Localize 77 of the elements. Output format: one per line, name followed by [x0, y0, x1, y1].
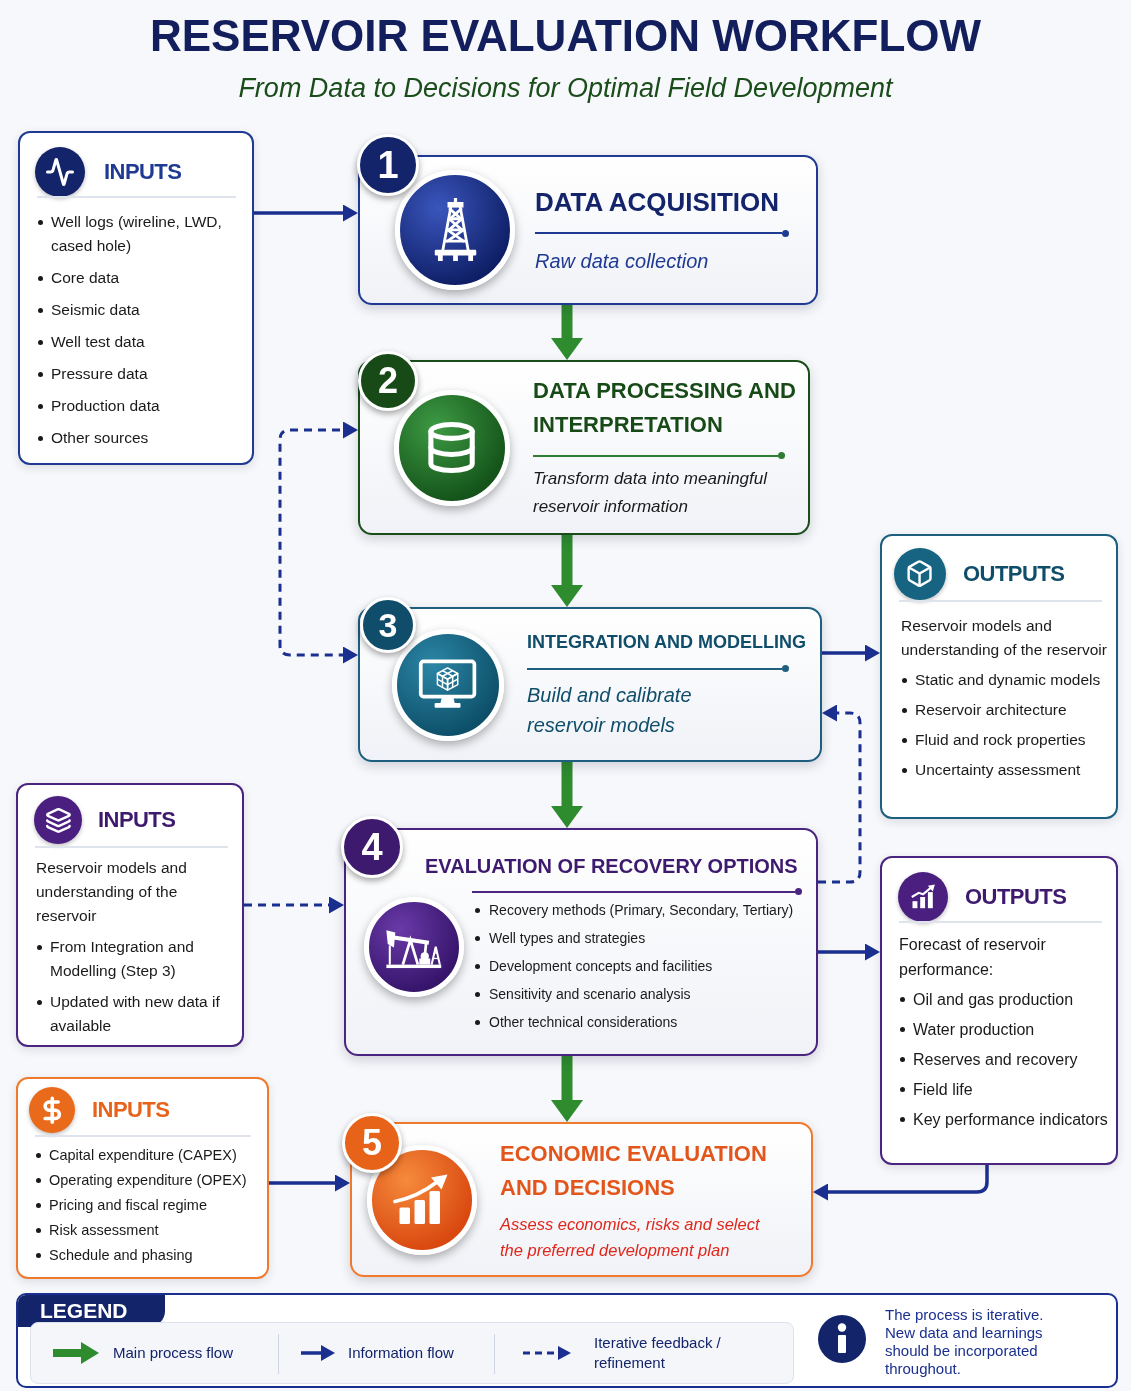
step-title: DATA PROCESSING AND INTERPRETATION: [533, 377, 797, 439]
inputs-panel: [16, 783, 244, 1047]
process-step-box: [358, 607, 822, 762]
step-title: EVALUATION OF RECOVERY OPTIONS: [425, 854, 799, 879]
bullet-item: Uncertainty assessment: [901, 758, 1110, 782]
bullet-item: Operating expenditure (OPEX): [35, 1168, 261, 1193]
process-step-box: [358, 360, 810, 535]
step-number: 5: [342, 1113, 402, 1173]
thick-arrow: [551, 762, 583, 828]
note-text: The process is iterative. New data and learnings should be incorporated throughout.: [885, 1306, 1045, 1378]
step-number: 1: [357, 134, 419, 196]
bullet-item: Updated with new data if available: [36, 990, 236, 1038]
panel-text: Reservoir models and understanding of the reservoir: [36, 858, 188, 926]
thick-arrow: [551, 535, 583, 607]
bullet-item: Seismic data: [37, 298, 244, 322]
bullet-item: Reservoir architecture: [901, 698, 1110, 722]
outputs-panel: [880, 856, 1118, 1165]
panel-heading: INPUTS: [98, 806, 176, 834]
step-number: 2: [358, 351, 418, 411]
bullet-item: Other sources: [37, 426, 244, 450]
bullet-item: Well logs (wireline, LWD, cased hole): [37, 210, 244, 258]
outputs-panel: [880, 534, 1118, 819]
bullet-item: Production data: [37, 394, 244, 418]
panel-heading: INPUTS: [92, 1096, 170, 1124]
bullet-item: Capital expenditure (CAPEX): [35, 1143, 261, 1168]
step-description: Assess economics, risks and select the preferred development plan: [500, 1213, 761, 1261]
inputs-panel: [18, 131, 254, 465]
legend-text: Information flow: [348, 1343, 455, 1363]
process-step-box: [344, 828, 818, 1056]
bullet-item: Sensitivity and scenario analysis: [474, 980, 810, 1008]
bullet-item: Static and dynamic models: [901, 668, 1110, 692]
bullet-item: Well types and strategies: [474, 924, 810, 952]
bullet-item: Risk assessment: [35, 1218, 261, 1243]
arrow: [813, 1165, 989, 1201]
bullet-item: Fluid and rock properties: [901, 728, 1110, 752]
bullet-item: Oil and gas production: [899, 987, 1110, 1012]
bullet-item: Core data: [37, 266, 244, 290]
bullet-item: Pressure data: [37, 362, 244, 386]
bullet-item: Key performance indicators: [899, 1107, 1110, 1132]
bullet-item: From Integration and Modelling (Step 3): [36, 935, 236, 983]
step-title: INTEGRATION AND MODELLING: [527, 631, 807, 654]
arrow: [822, 644, 880, 662]
step-number: 4: [341, 816, 403, 878]
bullet-item: Schedule and phasing: [35, 1243, 261, 1268]
bullet-item: Pricing and fiscal regime: [35, 1193, 261, 1218]
step-number: 3: [360, 597, 416, 653]
panel-text: Forecast of reservoir performance:: [899, 935, 1047, 980]
bullet-item: Water production: [899, 1017, 1110, 1042]
arrow: [269, 1174, 350, 1192]
thick-arrow: [551, 305, 583, 360]
bullet-item: Development concepts and facilities: [474, 952, 810, 980]
step-description: Transform data into meaningful reservoir information: [533, 468, 769, 518]
arrow: [254, 204, 358, 222]
bullet-item: Recovery methods (Primary, Secondary, Tertiary): [474, 896, 810, 924]
dashed-arrow: [278, 421, 358, 664]
dashed-arrow: [244, 896, 344, 914]
inputs-panel: [16, 1077, 269, 1279]
bullet-item: Well test data: [37, 330, 244, 354]
dashed-arrow: [818, 704, 862, 884]
step-description: Build and calibrate reservoir models: [527, 683, 693, 738]
subtitle: From Data to Decisions for Optimal Field Development: [238, 72, 893, 105]
panel-heading: INPUTS: [104, 158, 182, 186]
step-description: Raw data collection: [535, 248, 710, 274]
bullet-item: Field life: [899, 1077, 1110, 1102]
bullet-item: Reserves and recovery: [899, 1047, 1110, 1072]
arrow: [818, 943, 880, 961]
step-title: DATA ACQUISITION: [535, 185, 781, 218]
panel-heading: OUTPUTS: [963, 560, 1065, 588]
legend-text: Main process flow: [113, 1343, 235, 1363]
step-title: ECONOMIC EVALUATION AND DECISIONS: [500, 1139, 768, 1202]
panel-heading: OUTPUTS: [965, 883, 1067, 911]
thick-arrow: [551, 1056, 583, 1122]
diagram-title: RESERVOIR EVALUATION WORKFLOW: [149, 10, 982, 62]
panel-text: Reservoir models and understanding of the reservoir: [901, 616, 1108, 660]
legend-text: Iterative feedback / refinement: [594, 1333, 722, 1373]
bullet-item: Other technical considerations: [474, 1008, 810, 1036]
process-step-box: [350, 1122, 813, 1277]
